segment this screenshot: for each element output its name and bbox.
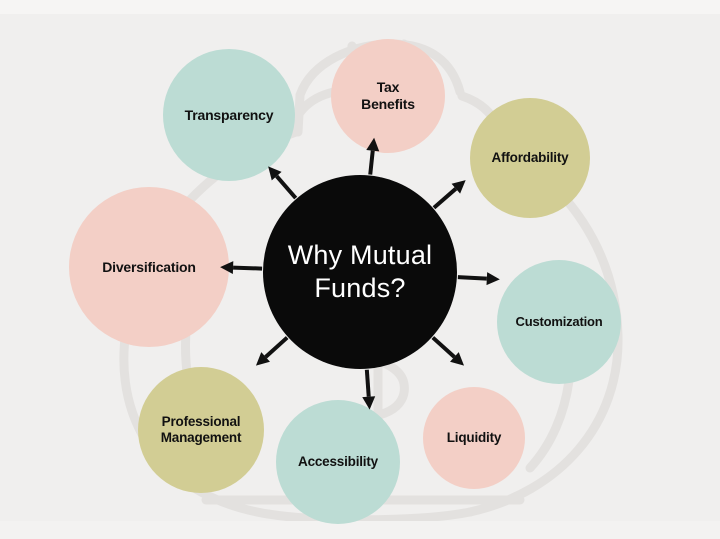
central-hub: Why Mutual Funds? — [263, 175, 457, 369]
benefit-bubble-customization[interactable]: Customization — [497, 260, 621, 384]
benefit-bubble-tax-benefits[interactable]: Tax Benefits — [331, 39, 445, 153]
benefit-bubble-accessibility[interactable]: Accessibility — [276, 400, 400, 524]
benefit-label-affordability: Affordability — [491, 150, 569, 166]
arrow-to-professional-management-icon — [255, 336, 289, 366]
benefit-bubble-professional-management[interactable]: Professional Management — [138, 367, 264, 493]
benefit-bubble-diversification[interactable]: Diversification — [69, 187, 229, 347]
arrow-to-accessibility-icon — [362, 369, 376, 410]
benefit-label-tax-benefits: Tax Benefits — [361, 79, 415, 112]
benefit-bubble-affordability[interactable]: Affordability — [470, 98, 590, 218]
arrow-to-affordability-icon — [432, 180, 466, 210]
benefit-bubble-transparency[interactable]: Transparency — [163, 49, 295, 181]
benefit-label-liquidity: Liquidity — [446, 430, 502, 446]
arrow-to-customization-icon — [457, 272, 500, 286]
benefit-label-accessibility: Accessibility — [298, 454, 378, 470]
top-banding — [0, 0, 720, 14]
central-hub-label: Why Mutual Funds? — [287, 240, 433, 303]
benefit-label-diversification: Diversification — [102, 258, 196, 275]
arrow-to-transparency-icon — [268, 166, 298, 200]
bottom-banding — [0, 521, 720, 539]
benefit-label-professional-management: Professional Management — [160, 414, 242, 445]
arrow-to-liquidity-icon — [431, 336, 465, 366]
benefit-label-transparency: Transparency — [184, 106, 274, 123]
benefit-label-customization: Customization — [515, 314, 603, 330]
benefit-bubble-liquidity[interactable]: Liquidity — [423, 387, 525, 489]
